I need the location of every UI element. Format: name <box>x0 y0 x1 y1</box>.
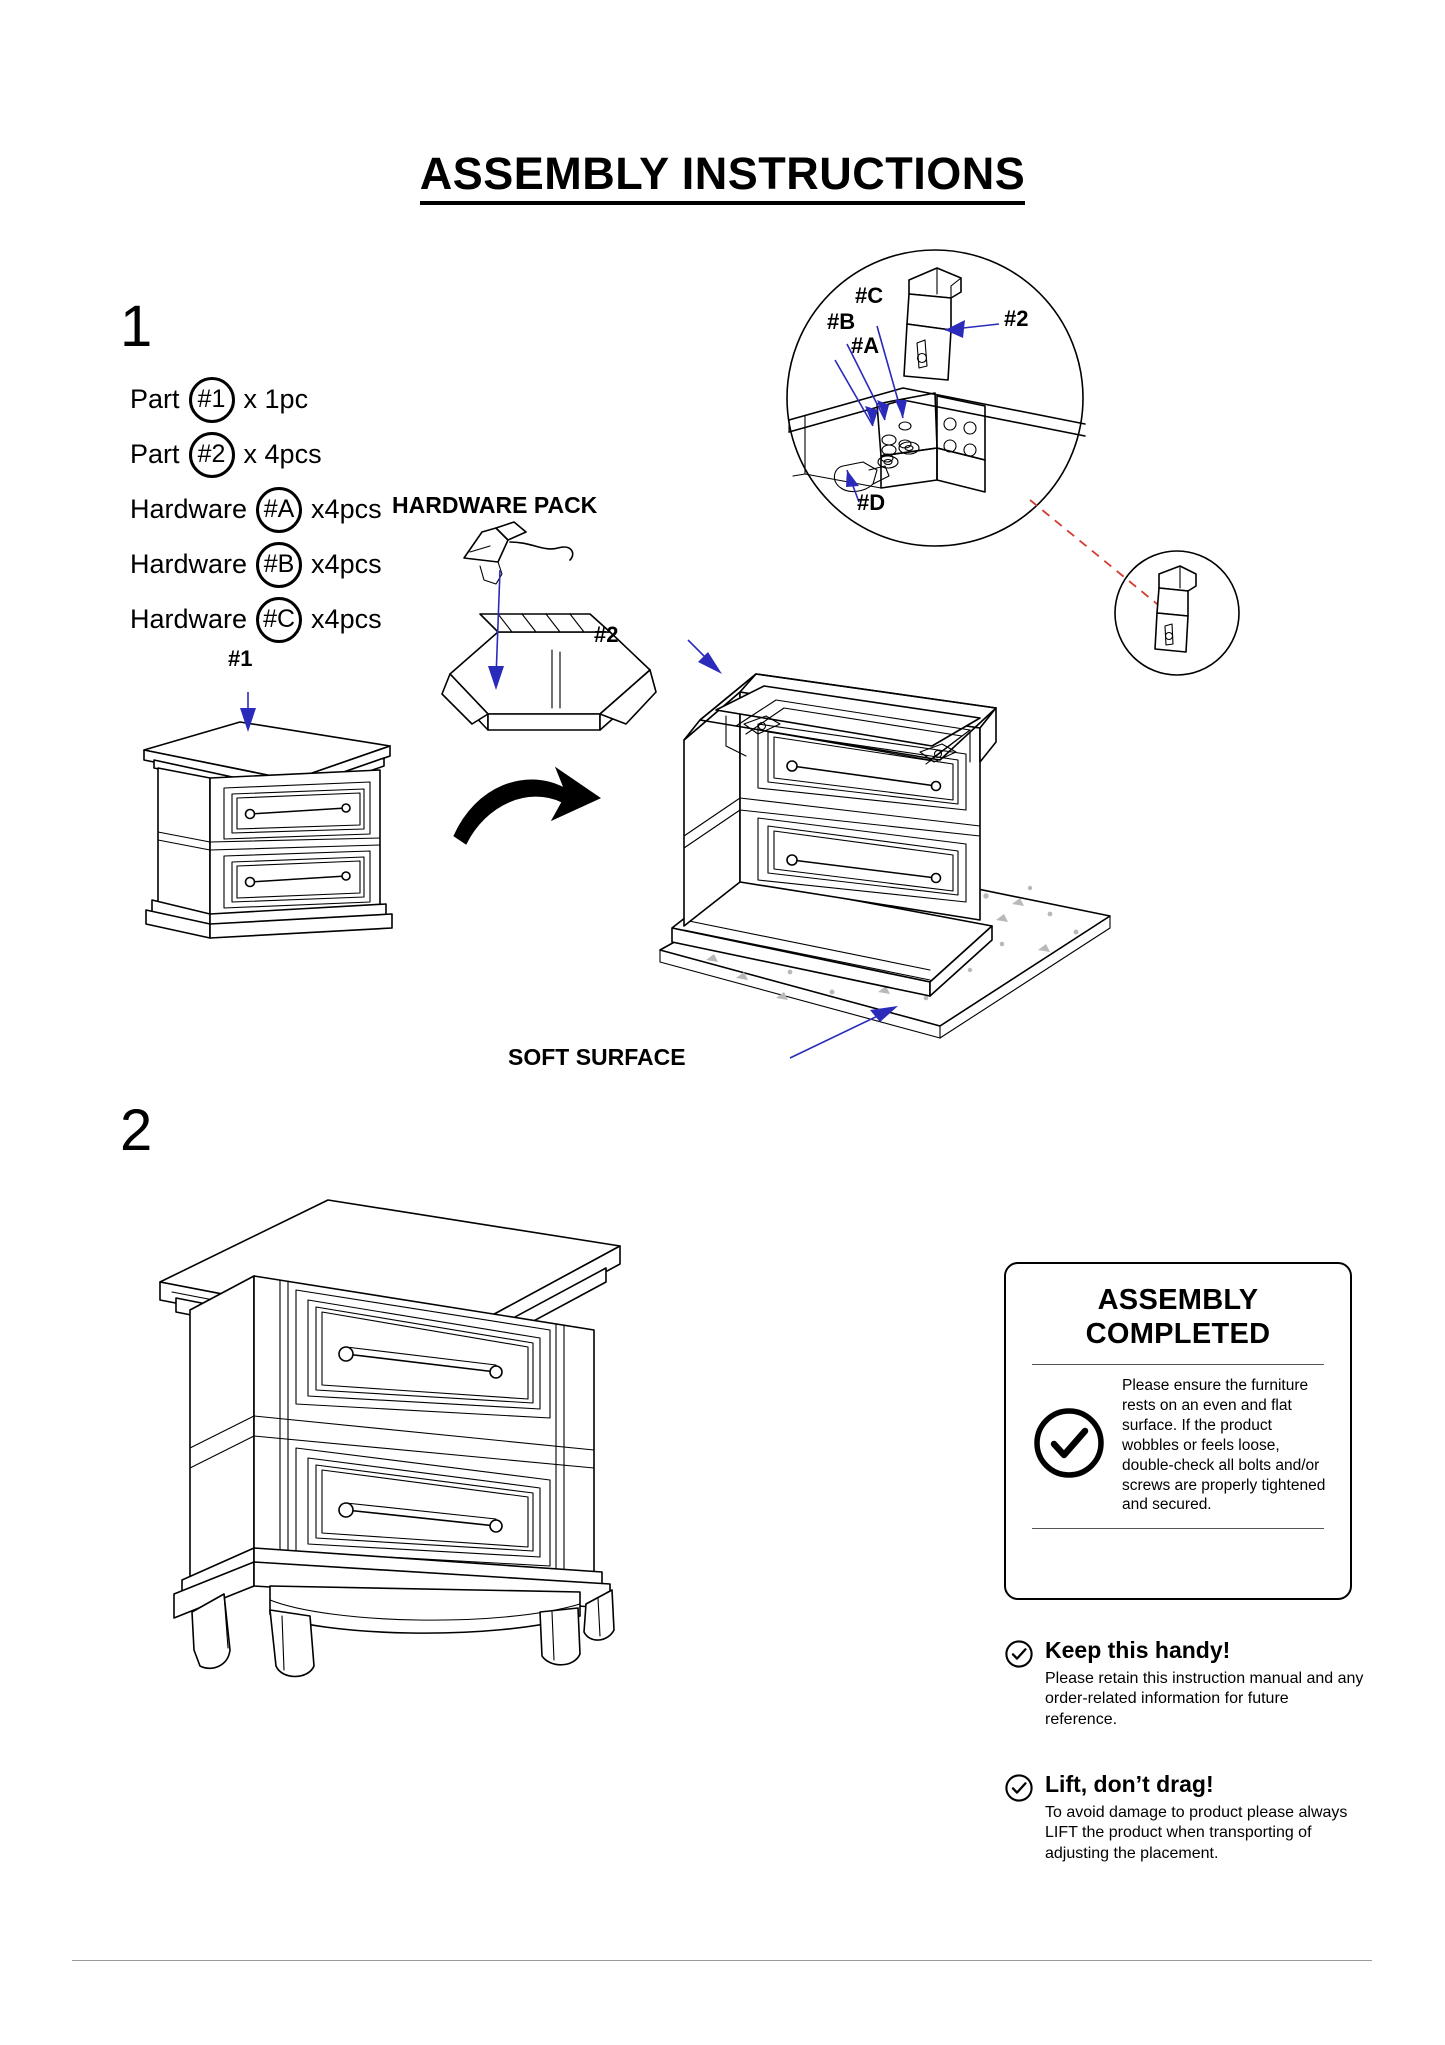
part-token: #1 <box>188 376 235 423</box>
transfer-arrow-icon <box>453 766 602 845</box>
parts-list-row: Part #1 x 1pc <box>130 372 382 427</box>
hardware-pack-label: HARDWARE PACK <box>392 492 598 518</box>
page-title: ASSEMBLY INSTRUCTIONS <box>419 150 1026 206</box>
check-circle-icon <box>1030 1404 1108 1487</box>
part-token: #B <box>256 541 303 588</box>
part-label: Hardware <box>130 494 248 524</box>
callout-label-d: #D <box>857 490 886 515</box>
detail-circle-outline <box>786 249 1084 547</box>
parts-list-row: Hardware #C x4pcs <box>130 592 382 647</box>
part-qty: x4pcs <box>311 494 382 524</box>
tip-heading: Keep this handy! <box>1045 1637 1231 1663</box>
assembly-completed-title-line2: COMPLETED <box>1085 1318 1271 1351</box>
footer-divider <box>72 1960 1372 1961</box>
inverted-frame-top <box>683 673 997 765</box>
assembly-completed-divider-bottom <box>1032 1528 1324 1530</box>
tip-keep-this-handy: Keep this handy! Please retain this inst… <box>1004 1637 1364 1730</box>
part-token: #2 <box>188 431 235 478</box>
tip-body: To avoid damage to product please always… <box>1045 1804 1348 1862</box>
callout-label-b: #B <box>827 309 856 334</box>
cabinet-upside-down-illustration <box>659 639 1111 1059</box>
parts-list-row: Hardware #B x4pcs <box>130 537 382 592</box>
callout-label-a: #A <box>851 333 880 358</box>
assembly-completed-divider-top <box>1032 1364 1324 1366</box>
detail-link-line <box>1029 499 1163 609</box>
assembly-completed-title: ASSEMBLY COMPLETED <box>1006 1264 1350 1351</box>
part-qty: x4pcs <box>311 549 382 579</box>
step-number-1: 1 <box>120 294 153 359</box>
cabinet-part1-illustration <box>143 692 393 939</box>
part-label: Hardware <box>130 604 248 634</box>
hardware-bag-drawing <box>463 521 574 585</box>
callout-label-1-cabinet: #1 <box>228 646 253 671</box>
step-number-2: 2 <box>120 1098 153 1163</box>
finished-nightstand-illustration <box>159 1199 621 1678</box>
part-label: Hardware <box>130 549 248 579</box>
part-qty: x 4pcs <box>243 439 322 469</box>
parts-list-row: Hardware #A x4pcs <box>130 482 382 537</box>
detail-leader-arrows <box>834 320 1000 503</box>
part-token: #A <box>256 486 303 533</box>
open-carton-drawing <box>441 613 657 731</box>
parts-list-row: Part #2 x 4pcs <box>130 427 382 482</box>
part-qty: x 1pc <box>243 384 309 414</box>
leg-part-drawing <box>903 267 962 381</box>
callout-label-2-leg: #2 <box>594 622 619 647</box>
assembly-completed-body: Please ensure the furniture rests on an … <box>1006 1365 1350 1515</box>
frame-rails-drawing <box>788 387 1086 493</box>
part-label: Part <box>130 439 180 469</box>
hardware-pack-and-carton-illustration <box>441 521 657 731</box>
tip-body: Please retain this instruction manual an… <box>1045 1670 1364 1728</box>
callout-label-c: #C <box>855 283 884 308</box>
parts-list: Part #1 x 1pc Part #2 x 4pcs Hardware #A… <box>130 372 382 647</box>
check-circle-icon <box>1004 1773 1034 1808</box>
tip-heading: Lift, don’t drag! <box>1045 1771 1214 1797</box>
check-circle-icon <box>1004 1639 1034 1674</box>
callout-label-2-detail: #2 <box>1004 306 1029 331</box>
assembly-completed-panel: ASSEMBLY COMPLETED Please ensure the fur… <box>1004 1262 1352 1600</box>
soft-surface-label: SOFT SURFACE <box>508 1044 686 1070</box>
tip-content: Keep this handy! Please retain this inst… <box>1045 1637 1364 1730</box>
tip-content: Lift, don’t drag! To avoid damage to pro… <box>1045 1771 1364 1864</box>
part-label: Part <box>130 384 180 414</box>
part-token: #C <box>256 596 303 643</box>
part-qty: x4pcs <box>311 604 382 634</box>
leg-detail-circle-illustration <box>1114 550 1240 676</box>
assembly-completed-title-line1: ASSEMBLY <box>1097 1284 1259 1316</box>
hardware-detail-illustration <box>786 249 1086 547</box>
page-title-container: ASSEMBLY INSTRUCTIONS <box>0 150 1445 206</box>
hardware-stack-drawing <box>833 421 920 493</box>
tip-lift-dont-drag: Lift, don’t drag! To avoid damage to pro… <box>1004 1771 1364 1864</box>
assembly-completed-text: Please ensure the furniture rests on an … <box>1122 1377 1326 1514</box>
